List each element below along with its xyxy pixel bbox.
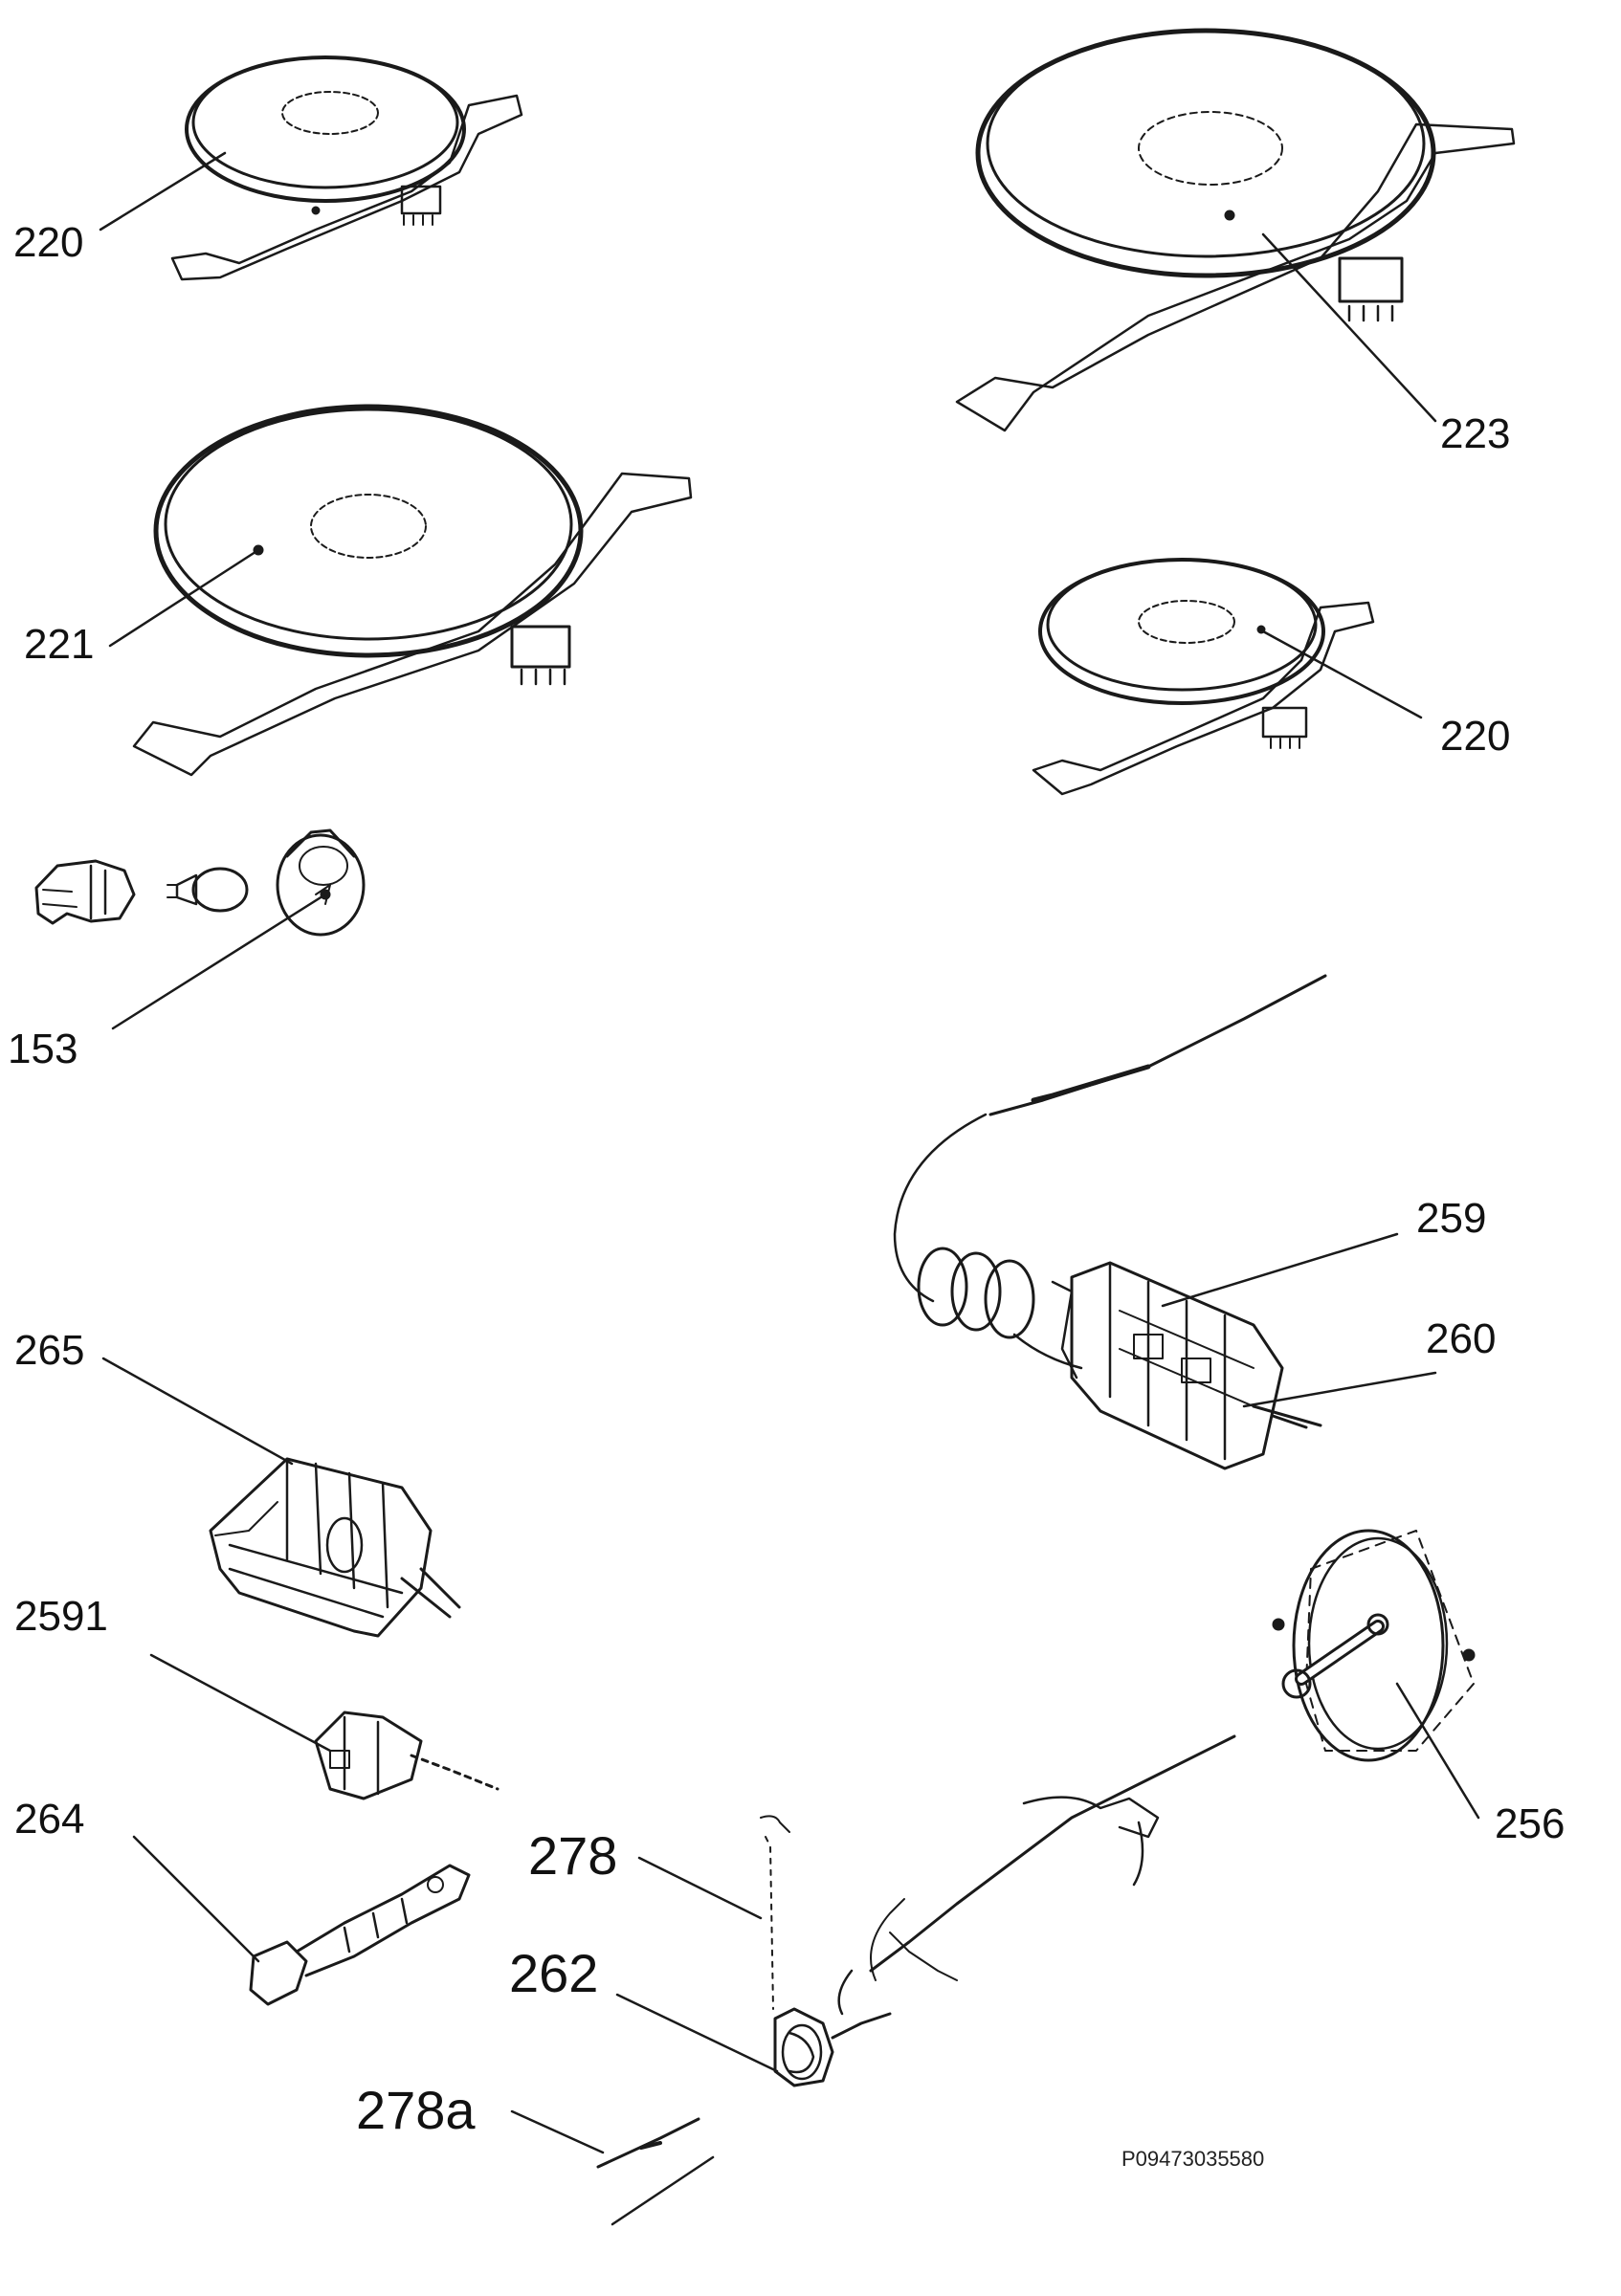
- label-278: 278: [528, 1825, 618, 1886]
- thermocouple-262-278: [596, 1734, 1236, 2226]
- label-262: 262: [509, 1943, 599, 2003]
- label-260: 260: [1426, 1315, 1497, 1362]
- knob-153-assembly: [34, 828, 366, 937]
- hotplate-220-top: [170, 55, 523, 281]
- label-221: 221: [24, 621, 95, 668]
- label-220-top: 220: [13, 219, 84, 266]
- hotplate-223: [955, 28, 1516, 432]
- regulator-264: [249, 1864, 471, 2006]
- label-278a: 278a: [356, 2080, 476, 2140]
- label-2591: 2591: [14, 1593, 108, 1640]
- switch-2591: [314, 1711, 500, 1800]
- label-265: 265: [14, 1327, 85, 1374]
- label-220-mid: 220: [1440, 713, 1511, 760]
- document-code: P09473035580: [1121, 2147, 1265, 2171]
- label-256: 256: [1495, 1800, 1565, 1847]
- label-264: 264: [14, 1796, 85, 1843]
- label-153: 153: [8, 1026, 78, 1072]
- thermostat-259-260: [893, 974, 1327, 1470]
- switch-265: [209, 1457, 461, 1638]
- hotplate-220-mid: [1032, 558, 1375, 796]
- hotplate-221: [132, 404, 693, 777]
- label-223: 223: [1440, 410, 1511, 457]
- fan-motor-256: [1272, 1529, 1476, 1762]
- label-259: 259: [1416, 1195, 1487, 1242]
- leader-lines: [99, 151, 1480, 2154]
